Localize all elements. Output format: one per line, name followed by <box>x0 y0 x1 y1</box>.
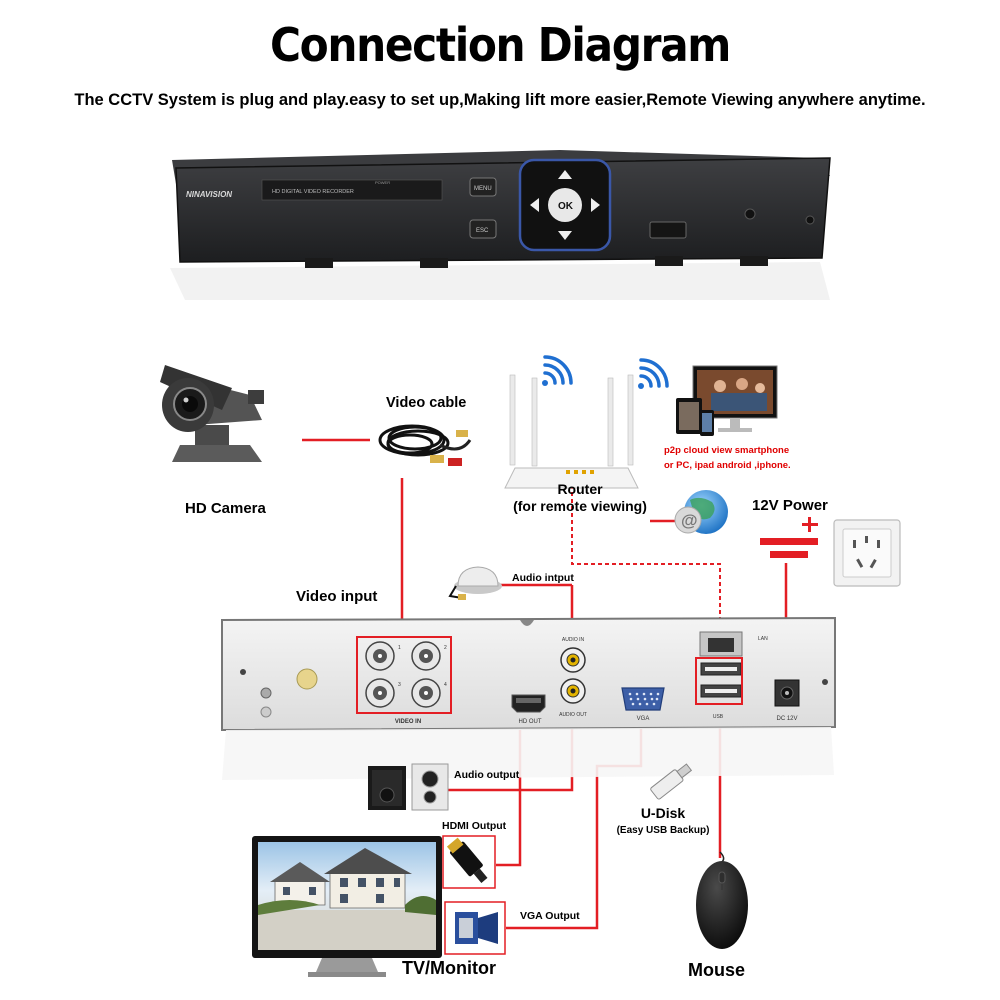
p2p-description-line1: p2p cloud view smartphone <box>664 445 790 456</box>
usb-drive-icon <box>650 763 693 800</box>
power-polarity-icon <box>760 517 818 558</box>
hd-out-port-label: HD OUT <box>519 719 542 725</box>
camera-icon <box>160 365 264 462</box>
lan-port-label: LAN <box>758 636 768 642</box>
wifi-icon <box>638 358 669 389</box>
udisk-subtitle-label: (Easy USB Backup) <box>616 825 710 836</box>
udisk-label: U-Disk <box>640 805 686 821</box>
vga-plug-icon <box>444 901 506 955</box>
wifi-icon <box>542 355 573 386</box>
ok-button[interactable]: OK <box>558 201 574 212</box>
hd-camera-label: HD Camera <box>185 500 266 517</box>
audio-out-port-label: AUDIO OUT <box>559 712 587 718</box>
vga-port-label: VGA <box>637 716 650 722</box>
dvr-power-text: POWER <box>375 180 390 185</box>
speakers-icon <box>368 763 449 811</box>
channel-number: 1 <box>398 645 401 651</box>
router-label: Router <box>557 481 603 497</box>
channel-number: 4 <box>444 682 447 688</box>
menu-button[interactable]: MENU <box>474 186 492 192</box>
usb-port-label: USB <box>713 714 724 720</box>
dvr-brand-logo: NINAVISION <box>186 190 232 199</box>
p2p-description-line2: or PC, ipad android ,iphone. <box>664 460 791 471</box>
router-subtitle-label: (for remote viewing) <box>513 498 647 514</box>
svg-text:@: @ <box>681 511 698 530</box>
esc-button[interactable]: ESC <box>476 228 489 234</box>
audio-in-port-label: AUDIO IN <box>562 637 585 643</box>
channel-number: 2 <box>444 645 447 651</box>
monitor-icon <box>252 836 442 977</box>
video-cable-label: Video cable <box>386 395 467 411</box>
power-label: 12V Power <box>752 497 828 514</box>
video-cable-icon <box>378 424 472 466</box>
hdmi-output-label: HDMI Output <box>442 820 507 832</box>
page-title: Connection Diagram <box>269 18 731 72</box>
microphone-icon <box>448 566 502 600</box>
monitor-label: TV/Monitor <box>402 958 496 978</box>
dvr-rear-panel <box>221 616 836 780</box>
dvr-front-image <box>170 150 831 300</box>
power-outlet-icon <box>833 519 901 587</box>
vga-output-label: VGA Output <box>520 910 580 922</box>
hdmi-plug-icon <box>442 835 496 889</box>
audio-output-label: Audio output <box>454 769 520 781</box>
router-icon <box>504 374 639 489</box>
globe-icon: @ <box>674 490 728 534</box>
audio-input-label: Audio intput <box>512 572 574 584</box>
dvr-model-text: HD DIGITAL VIDEO RECORDER <box>272 189 354 195</box>
network-dashed-lines <box>571 478 721 640</box>
channel-number: 3 <box>398 682 401 688</box>
mouse-label: Mouse <box>688 960 746 980</box>
video-input-label: Video input <box>296 588 378 605</box>
devices-icon <box>676 365 778 436</box>
video-in-port-label: VIDEO IN <box>395 719 421 725</box>
page-subtitle: The CCTV System is plug and play.easy to… <box>74 91 926 109</box>
mouse-icon <box>696 851 748 949</box>
dc12v-port-label: DC 12V <box>776 716 797 722</box>
